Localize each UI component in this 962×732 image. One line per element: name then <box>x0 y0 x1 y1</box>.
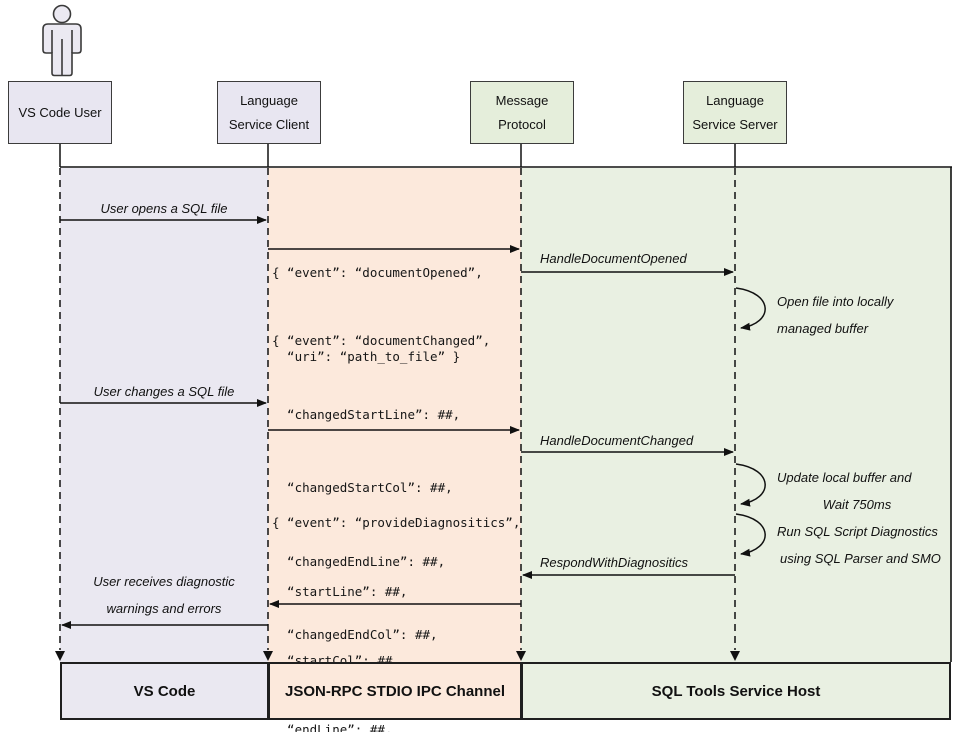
footer-sql-tools-service-host: SQL Tools Service Host <box>521 662 951 720</box>
actor-label: Service Client <box>228 117 310 132</box>
label-run-diagnostics-line2: using SQL Parser and SMO <box>780 551 941 566</box>
actor-label: Message <box>495 93 549 108</box>
footer-json-rpc-channel: JSON-RPC STDIO IPC Channel <box>268 662 522 720</box>
actor-vs-code-user: VS Code User <box>8 81 112 144</box>
loop-open-file-buffer <box>735 287 766 331</box>
loop-run-diagnostics <box>735 513 766 557</box>
actor-label: Language <box>706 93 764 108</box>
code-line: “changedStartLine”: ##, <box>272 406 461 422</box>
footer-label: VS Code <box>133 682 196 700</box>
code-line: { “event”: “documentOpened”, <box>272 265 483 280</box>
code-line: “changedEndCol”: ##, <box>272 627 438 642</box>
actor-label: Service Server <box>692 117 778 132</box>
lifeline-stubs <box>59 144 736 167</box>
message-document-opened: { “event”: “documentOpened”, “uri”: “pat… <box>272 203 483 427</box>
label-respond-with-diagnostics: RespondWithDiagnositics <box>540 555 689 570</box>
footer-label: JSON-RPC STDIO IPC Channel <box>284 682 506 700</box>
label-open-file-line2: managed buffer <box>777 321 869 336</box>
message-arrows <box>60 216 735 629</box>
label-user-changes-sql-file: User changes a SQL file <box>93 384 235 399</box>
lane-vs-code <box>60 168 268 662</box>
lane-json-rpc-channel <box>268 168 521 662</box>
label-handle-document-changed: HandleDocumentChanged <box>540 433 694 448</box>
user-person-icon <box>42 4 82 77</box>
code-line: “changedEndLine”: ##, <box>272 553 446 569</box>
label-handle-document-opened: HandleDocumentOpened <box>540 251 687 266</box>
label-user-opens-sql-file: User opens a SQL file <box>100 201 228 216</box>
label-update-buffer-line2: Wait 750ms <box>822 497 892 512</box>
self-loops <box>735 287 766 557</box>
footer-label: SQL Tools Service Host <box>651 682 821 700</box>
label-open-file-line1: Open file into locally <box>777 294 894 309</box>
code-line: “startLine”: ##, <box>272 584 408 599</box>
label-run-diagnostics-line1: Run SQL Script Diagnostics <box>777 524 938 539</box>
lifelines <box>59 168 736 650</box>
loop-update-buffer-wait <box>735 463 766 507</box>
lane-sql-tools-host <box>521 168 951 662</box>
code-line: “changedStartCol”: ##, <box>272 480 453 495</box>
label-user-receives-line1: User receives diagnostic <box>93 574 235 589</box>
label-update-buffer-line1: Update local buffer and <box>777 470 912 485</box>
label-user-receives-line2: warnings and errors <box>106 601 222 616</box>
actor-language-service-client: Language Service Client <box>217 81 321 144</box>
message-provide-diagnostics: { “event”: “provideDiagnositics”, “start… <box>272 465 520 732</box>
lifeline-end-arrowheads <box>55 651 740 661</box>
code-line: “endLine”: ##, <box>272 722 393 732</box>
actor-message-protocol: Message Protocol <box>470 81 574 144</box>
code-line: “uri”: “path_to_file” } <box>272 349 461 364</box>
code-line: { “event”: “documentChanged”, <box>272 333 491 348</box>
actor-label: Protocol <box>498 117 546 132</box>
actor-label: Language <box>240 93 298 108</box>
actor-language-service-server: Language Service Server <box>683 81 787 144</box>
footer-vs-code: VS Code <box>60 662 269 720</box>
code-line: { “event”: “provideDiagnositics”, <box>272 515 521 530</box>
actor-label: VS Code User <box>18 105 102 120</box>
